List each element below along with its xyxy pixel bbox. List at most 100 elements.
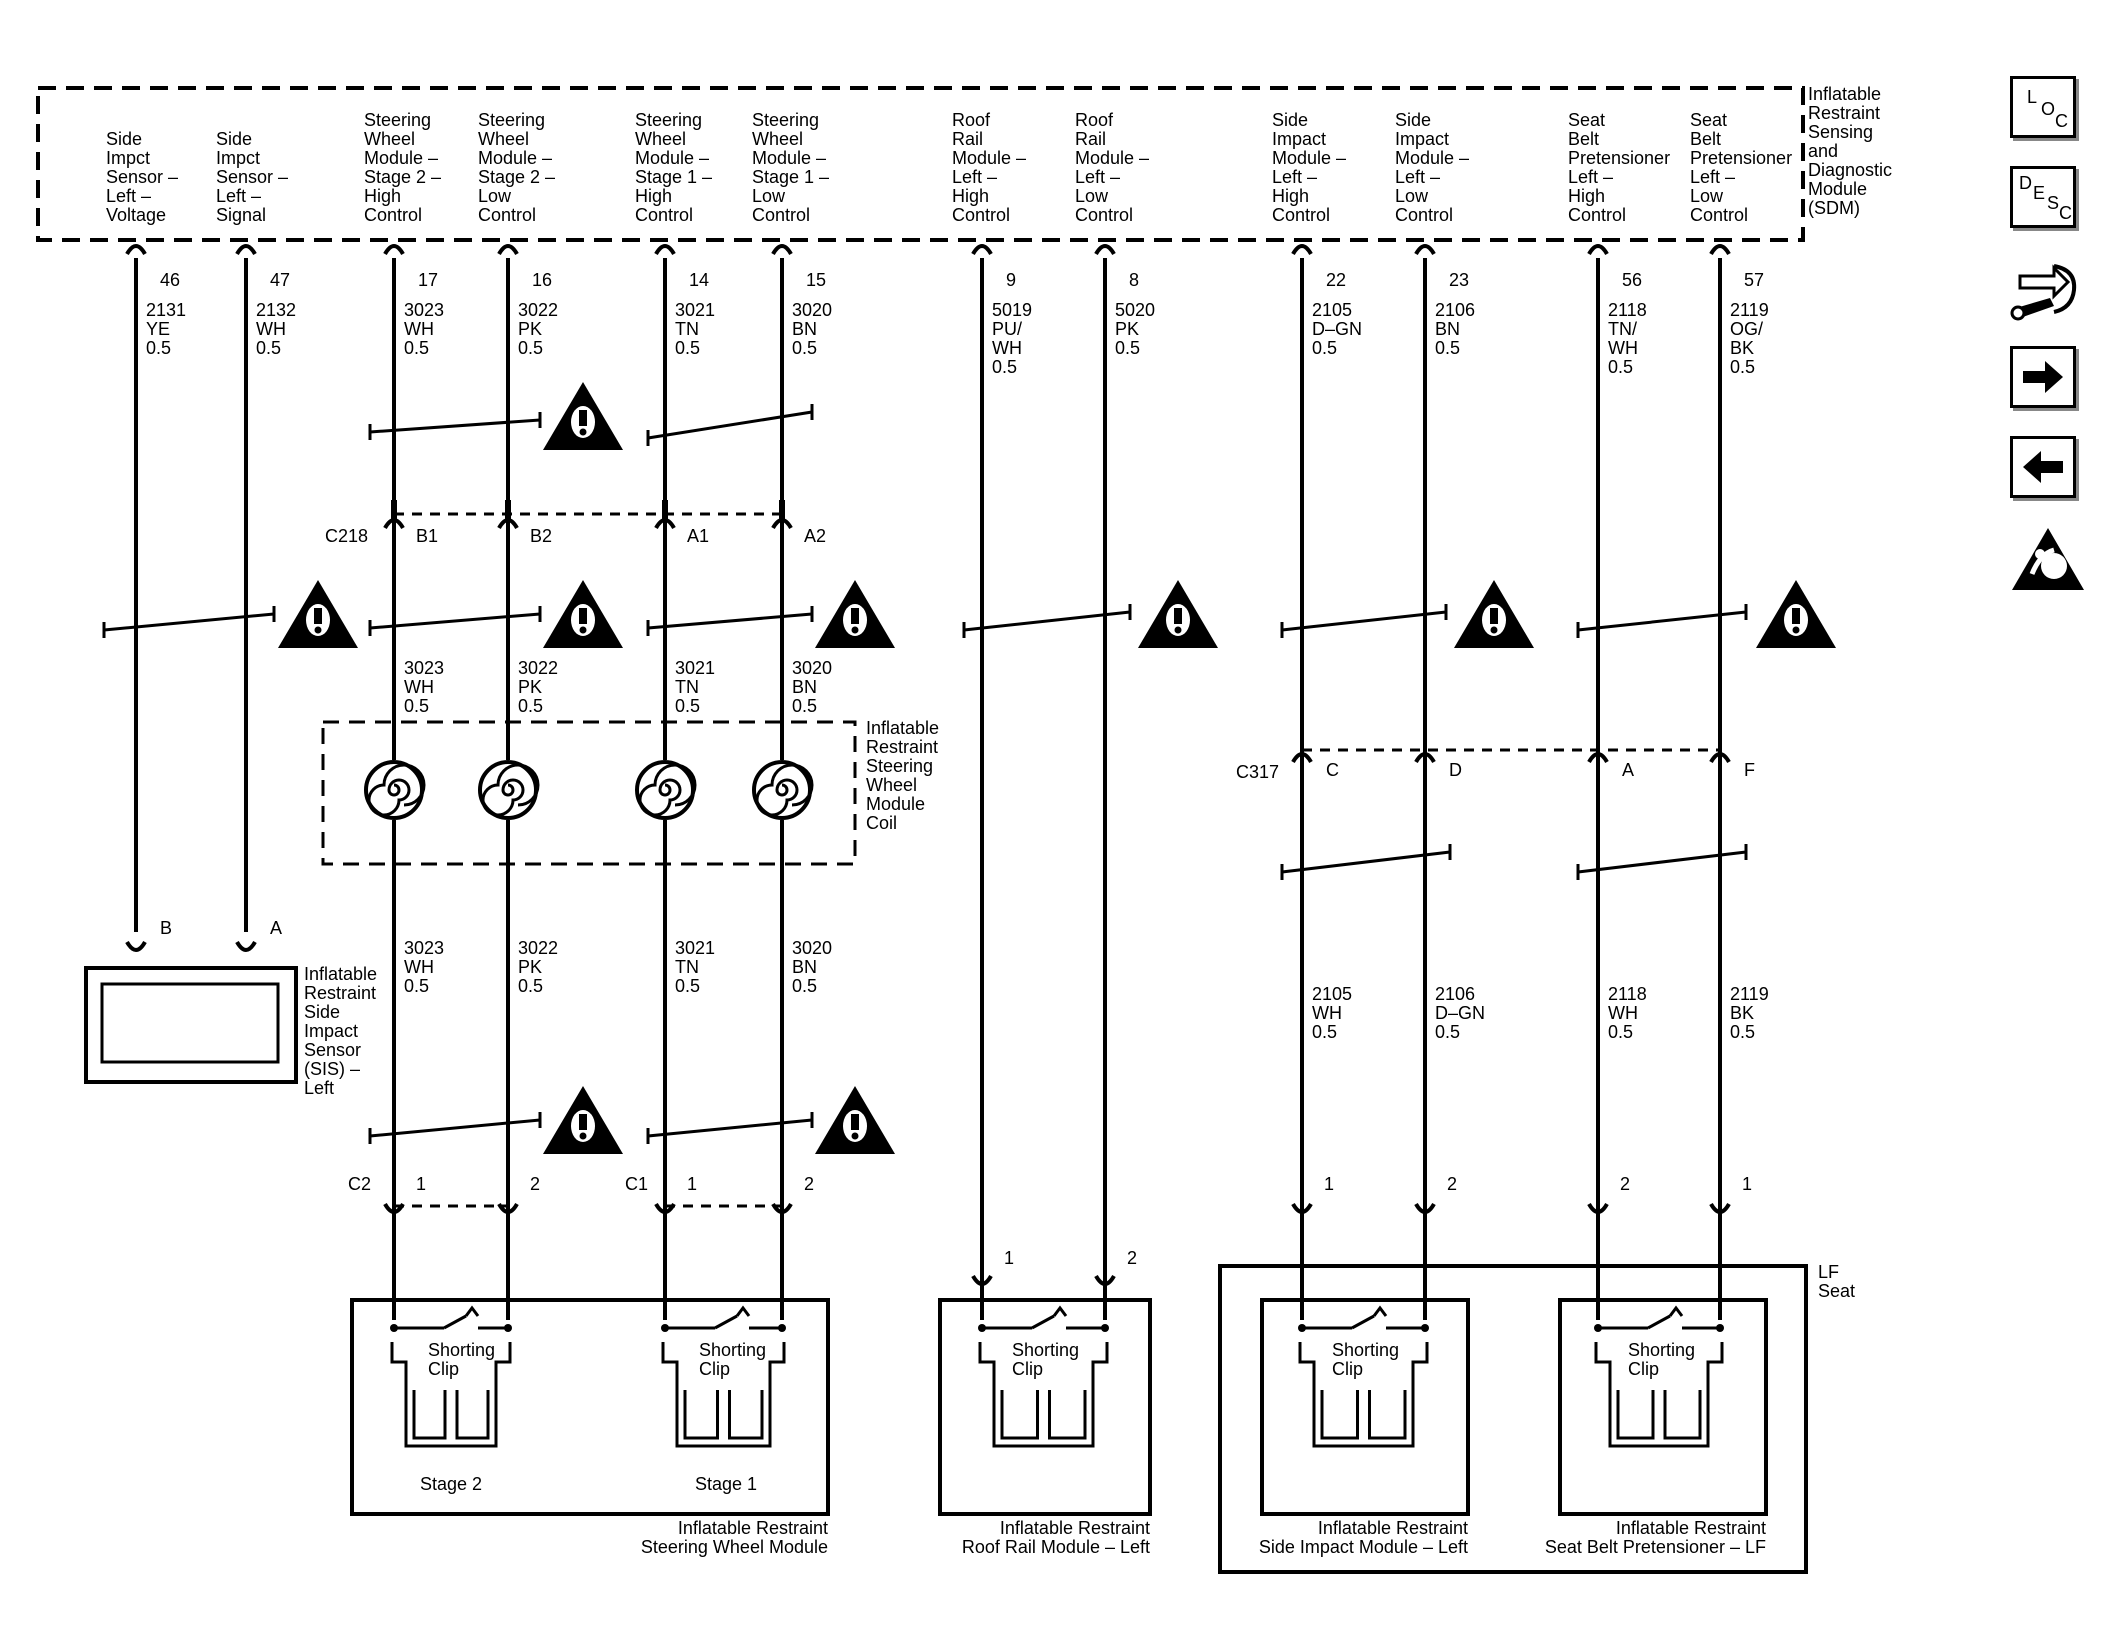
sdm-pin-label: Module – (752, 148, 826, 168)
wire-label: 3020 (792, 938, 832, 958)
previous-arrow-icon[interactable] (2010, 436, 2076, 498)
wire-label: BK (1730, 338, 1754, 358)
airbag-warning-icon[interactable] (2010, 524, 2086, 594)
sdm-pin-label: Impact (1272, 129, 1326, 149)
sdm-pin-label: Control (752, 205, 810, 225)
sdm-pin-connector (1414, 244, 1436, 256)
sdm-pin-label: Left – (1568, 167, 1613, 187)
connector-wrench-icon[interactable] (2010, 256, 2082, 328)
wire-label: WH (1312, 1003, 1342, 1023)
warning-icon (815, 1086, 895, 1154)
c1-pin-label: 2 (804, 1174, 814, 1194)
warning-icon (543, 382, 623, 450)
sis-label: Side (304, 1002, 340, 1022)
wire-label: WH (404, 957, 434, 977)
sdm-pin-number: 22 (1326, 270, 1346, 290)
shorting-clip-label: Clip (1332, 1359, 1363, 1379)
warning-mark (579, 626, 587, 634)
sdm-pin-label: Voltage (106, 205, 166, 225)
wire-label: 2105 (1312, 300, 1352, 320)
sdm-pin-label: Control (952, 205, 1010, 225)
sdm-pin-label: Module – (1075, 148, 1149, 168)
switch-blade (443, 1314, 467, 1330)
wire-label: D–GN (1435, 1003, 1485, 1023)
coil-spiral (367, 763, 426, 817)
sdm-title: Sensing (1808, 122, 1873, 142)
wire-label: 5019 (992, 300, 1032, 320)
sdm-pin-label: Roof (952, 110, 991, 130)
seat-pin-label: 2 (1620, 1174, 1630, 1194)
sdm-pin-label: Control (1272, 205, 1330, 225)
warning-icon (278, 580, 358, 648)
sdm-pin-label: Low (1690, 186, 1724, 206)
sdm-pin-label: Side (216, 129, 252, 149)
c218-pin-label: B2 (530, 526, 552, 546)
clip-pins (1000, 1390, 1087, 1440)
sdm-pin-label: Left – (1690, 167, 1735, 187)
c317-pin (1414, 752, 1436, 764)
switch-contact (1052, 1305, 1068, 1317)
sdm-pin-connector (771, 244, 793, 256)
sdm-pin-label: Pretensioner (1568, 148, 1670, 168)
wire-label: 0.5 (1312, 1022, 1337, 1042)
desc-letter: C (2059, 203, 2072, 223)
c2-label: C2 (348, 1174, 371, 1194)
sdm-pin-label: High (1272, 186, 1309, 206)
wire-label: 2118 (1608, 984, 1647, 1004)
sdm-pin-label: Control (635, 205, 693, 225)
wire-label: 0.5 (1730, 1022, 1755, 1042)
steering-wheel-module-box (350, 1298, 830, 1516)
seat-pin-label: 1 (1742, 1174, 1752, 1194)
wire-label: WH (256, 319, 286, 339)
coil-label: Restraint (866, 737, 938, 757)
sdm-pin-label: Control (478, 205, 536, 225)
switch-blade (1647, 1314, 1671, 1330)
wire-label: 0.5 (518, 338, 543, 358)
wire-label: WH (404, 319, 434, 339)
wire-label: 0.5 (1730, 357, 1755, 377)
wire-label: 0.5 (792, 976, 817, 996)
sis-sensor-body (84, 966, 298, 1084)
loc-letter: O (2041, 99, 2056, 119)
twisted-pair-marker (963, 610, 1131, 632)
wire-label: OG/ (1730, 319, 1763, 339)
wire-label: 0.5 (1115, 338, 1140, 358)
sdm-title: and (1808, 141, 1838, 161)
seat-pin-label: 2 (1447, 1174, 1457, 1194)
clip-pins (1320, 1390, 1407, 1440)
sdm-pin-connector (1291, 244, 1313, 256)
next-arrow-icon[interactable] (2010, 346, 2076, 408)
clockspring-coil-box (321, 720, 857, 866)
wire-label: 2131 (146, 300, 186, 320)
sdm-pin-label: Control (1075, 205, 1133, 225)
twisted-pair-marker (647, 410, 813, 440)
wire-label: 0.5 (675, 338, 700, 358)
sdm-pin-label: Control (1568, 205, 1626, 225)
roof-rail-pin (971, 1274, 993, 1286)
desc-icon[interactable]: D E S C (2010, 166, 2076, 228)
sdm-pin-label: Left – (1272, 167, 1317, 187)
pretensioner-module-box (1558, 1298, 1768, 1516)
c218-pin-stub (779, 500, 785, 520)
wire-label: 5020 (1115, 300, 1155, 320)
wire-label: 0.5 (518, 696, 543, 716)
wire-label: 3023 (404, 938, 444, 958)
sdm-pin-connector (497, 244, 519, 256)
roof-rail-pin (1094, 1274, 1116, 1286)
clockspring-coil (752, 760, 814, 820)
loc-icon[interactable]: L O C (2010, 76, 2076, 138)
sdm-pin-label: Seat (1690, 110, 1727, 130)
wire-label: 3022 (518, 658, 558, 678)
wire-label: 0.5 (518, 976, 543, 996)
sdm-pin-label: Low (478, 186, 512, 206)
c317-pin-label: A (1622, 760, 1634, 780)
switch-contact (1372, 1305, 1388, 1317)
side-impact-module-label: Inflatable Restraint (1318, 1518, 1468, 1538)
warning-mark (851, 608, 859, 624)
loc-letter: C (2055, 111, 2068, 131)
clip-body (661, 1342, 786, 1448)
shorting-clip-label: Shorting (1332, 1340, 1399, 1360)
wire-label: PK (518, 319, 542, 339)
wire-label: BN (792, 957, 817, 977)
